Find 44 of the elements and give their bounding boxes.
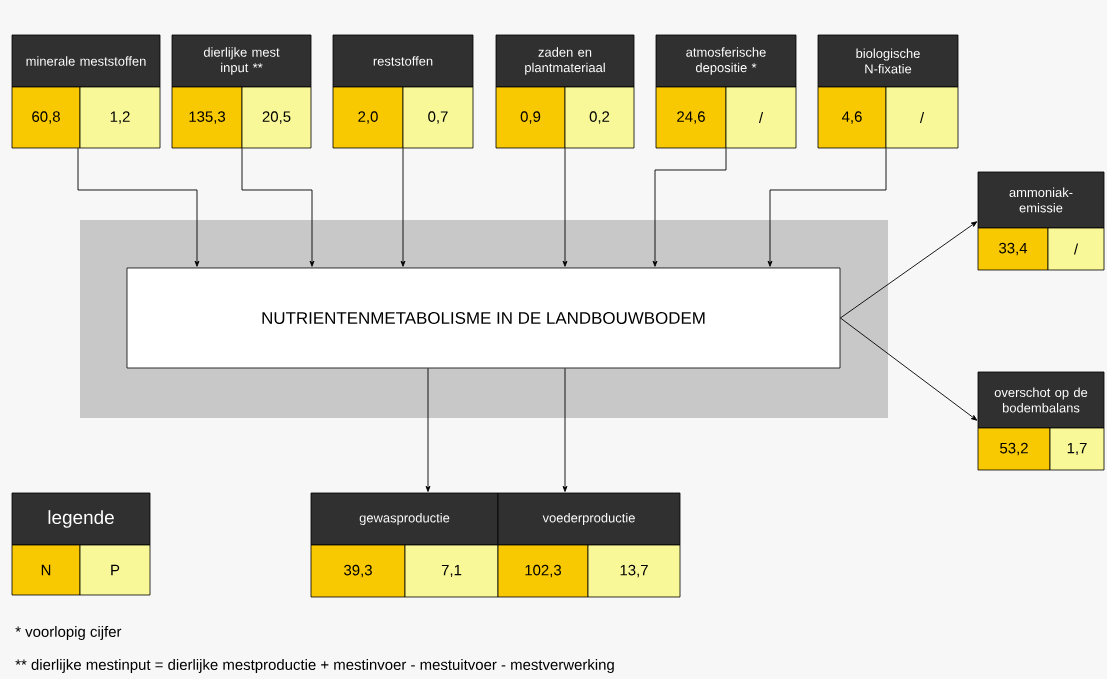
table-header: atmosferische depositie *	[655, 34, 797, 88]
value-cell: 102,3	[497, 544, 589, 598]
value-cell: 13,7	[587, 544, 681, 598]
value-cell: 0,9	[495, 86, 566, 149]
arrow	[562, 367, 568, 492]
value-cell: 0,2	[564, 86, 635, 149]
value-cell: 60,8	[11, 86, 81, 149]
arrow	[425, 367, 431, 492]
value-cell: 39,3	[310, 544, 406, 598]
value-cell: 7,1	[404, 544, 499, 598]
process-box: NUTRIENTENMETABOLISME IN DE LANDBOUWBODEM	[126, 267, 841, 369]
table-header: dierlijke mest input **	[171, 34, 312, 88]
value-cell: 24,6	[655, 86, 727, 149]
footnote: * voorlopig cijfer	[15, 626, 122, 640]
value-cell: 0,7	[402, 86, 474, 149]
value-cell: 20,5	[241, 86, 312, 149]
arrow	[241, 147, 315, 267]
arrow	[562, 147, 568, 267]
value-cell: 33,4	[977, 227, 1049, 271]
table-header: zaden en plantmateriaal	[495, 34, 635, 88]
table-header: minerale meststoffen	[11, 34, 161, 88]
table-header: overschot op de bodembalans	[977, 371, 1105, 429]
value-cell: /	[885, 86, 959, 149]
table-header: biologische N-fixatie	[817, 34, 959, 88]
arrow	[77, 147, 200, 267]
table-header: gewasproductie	[310, 492, 499, 546]
value-cell: /	[1047, 227, 1105, 271]
value-cell: 2,0	[332, 86, 404, 149]
arrow	[400, 147, 406, 267]
table-header: ammoniak-emissie	[977, 171, 1105, 229]
arrow	[652, 147, 727, 267]
arrow	[839, 317, 978, 421]
footnote: ** dierlijke mestinput = dierlijke mestproductie + mestinvoer - mestuitvoer - mestverwerking	[15, 659, 614, 673]
arrow	[839, 221, 978, 319]
value-cell: 1,7	[1049, 427, 1105, 471]
value-cell: 1,2	[79, 86, 161, 149]
value-cell: 53,2	[977, 427, 1051, 471]
table-header: voederproductie	[497, 492, 681, 546]
value-cell: /	[725, 86, 797, 149]
value-cell: 135,3	[171, 86, 243, 149]
arrow	[767, 147, 887, 267]
legend-header: legende	[11, 492, 151, 546]
value-cell: 4,6	[817, 86, 887, 149]
table-header: reststoffen	[332, 34, 474, 88]
